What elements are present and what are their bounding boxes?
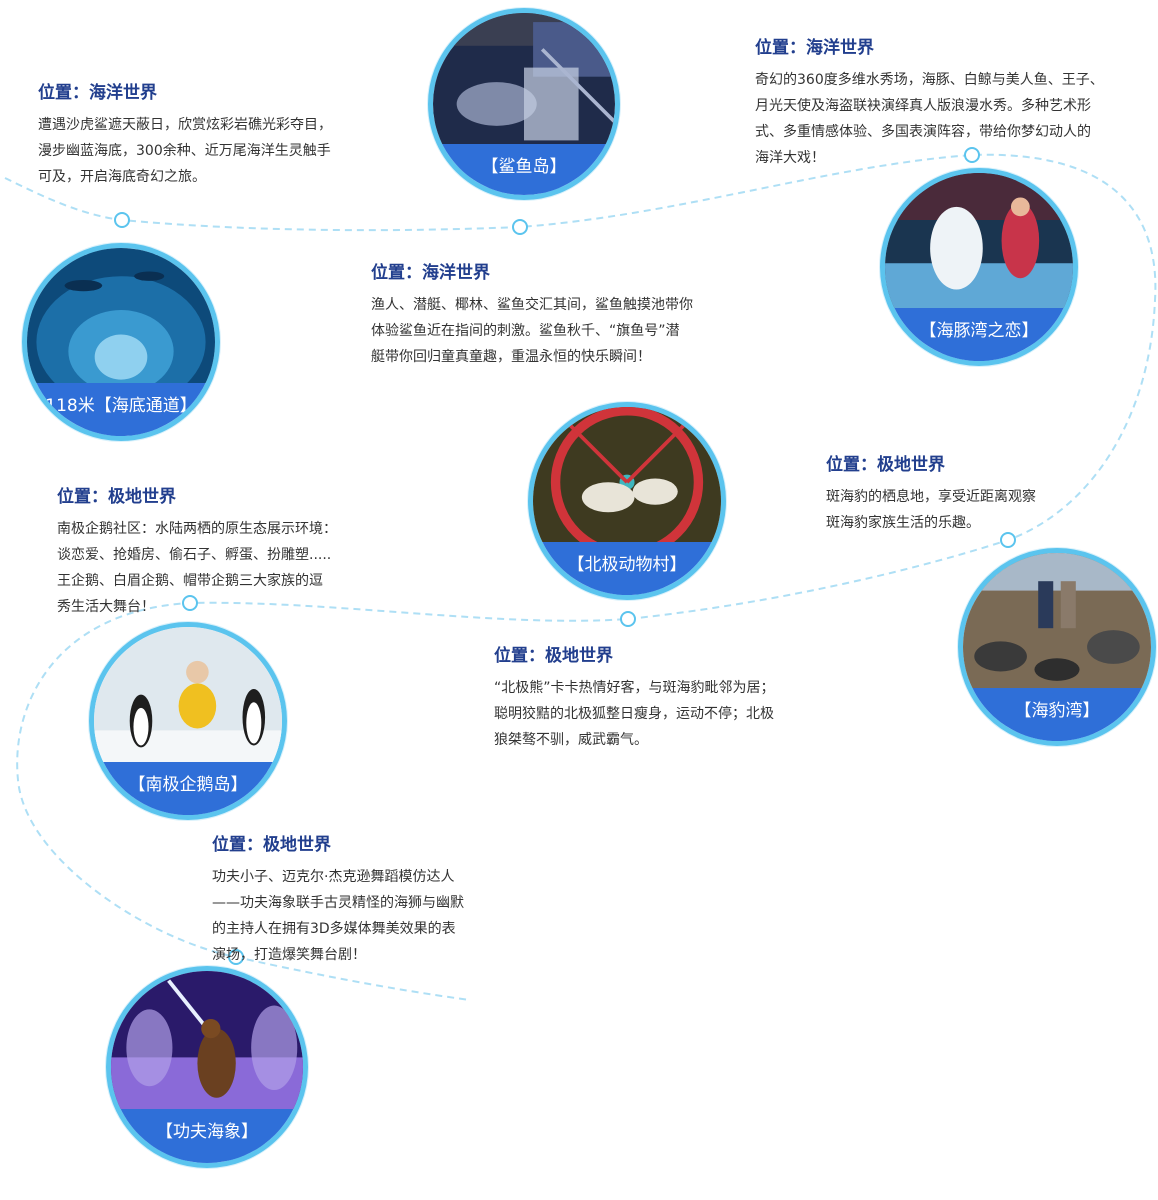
info-block-seal-bay: 位置：极地世界 斑海豹的栖息地，享受近距离观察 斑海豹家族生活的乐趣。 <box>826 450 1096 536</box>
attraction-seal-bay[interactable]: 【海豹湾】 <box>958 548 1156 746</box>
seal-bay-photo <box>963 553 1151 689</box>
attraction-dolphin-bay[interactable]: 【海豚湾之恋】 <box>880 168 1078 366</box>
info-block-kungfu-sealion: 位置：极地世界 功夫小子、迈克尔·杰克逊舞蹈模仿达人 ——功夫海象联手古灵精怪的… <box>212 830 512 968</box>
attraction-kungfu-sealion[interactable]: 【功夫海象】 <box>106 966 308 1168</box>
dolphin-bay-photo <box>885 173 1073 309</box>
description: 遭遇沙虎鲨遮天蔽日，欣赏炫彩岩礁光彩夺目， 漫步幽蓝海底，300余种、近万尾海洋… <box>38 117 332 185</box>
description: 南极企鹅社区：水陆两栖的原生态展示环境： 谈恋爱、抢婚房、偷石子、孵蛋、扮雕塑.… <box>57 521 337 615</box>
route-dot <box>512 219 528 235</box>
shark-island-label: 【鲨鱼岛】 <box>433 144 615 195</box>
description: 斑海豹的栖息地，享受近距离观察 斑海豹家族生活的乐趣。 <box>826 489 1036 531</box>
attraction-arctic-village[interactable]: 【北极动物村】 <box>528 402 726 600</box>
info-block-shark-island: 位置：海洋世界 渔人、潜艇、椰林、鲨鱼交汇其间，鲨鱼触摸池带你 体验鲨鱼近在指间… <box>371 258 751 370</box>
dolphin-bay-label: 【海豚湾之恋】 <box>885 308 1073 361</box>
location-heading: 位置：极地世界 <box>826 455 945 475</box>
location-heading: 位置：海洋世界 <box>755 38 874 58</box>
penguin-island-photo <box>94 627 282 763</box>
arctic-village-label: 【北极动物村】 <box>533 542 721 595</box>
info-block-dolphin-bay: 位置：海洋世界 奇幻的360度多维水秀场，海豚、白鲸与美人鱼、王子、 月光天使及… <box>755 33 1150 171</box>
attraction-undersea-tunnel[interactable]: 118米【海底通道】 <box>22 243 220 441</box>
location-heading: 位置：海洋世界 <box>371 263 490 283</box>
undersea-tunnel-label: 118米【海底通道】 <box>27 383 215 436</box>
route-dot <box>620 611 636 627</box>
location-heading: 位置：极地世界 <box>212 835 331 855</box>
description: 功夫小子、迈克尔·杰克逊舞蹈模仿达人 ——功夫海象联手古灵精怪的海狮与幽默 的主… <box>212 869 464 963</box>
seal-bay-label: 【海豹湾】 <box>963 688 1151 741</box>
info-block-arctic-village: 位置：极地世界 “北极熊”卡卡热情好客，与斑海豹毗邻为居； 聪明狡黠的北极狐整日… <box>494 641 834 753</box>
route-dot <box>964 147 980 163</box>
route-dot <box>228 949 244 965</box>
description: “北极熊”卡卡热情好客，与斑海豹毗邻为居； 聪明狡黠的北极狐整日瘦身，运动不停；… <box>494 680 775 748</box>
route-dot <box>114 212 130 228</box>
info-block-penguin-island: 位置：极地世界 南极企鹅社区：水陆两栖的原生态展示环境： 谈恋爱、抢婚房、偷石子… <box>57 482 387 620</box>
penguin-island-label: 【南极企鹅岛】 <box>94 762 282 815</box>
arctic-village-photo <box>533 407 721 543</box>
route-dot <box>1000 532 1016 548</box>
attraction-penguin-island[interactable]: 【南极企鹅岛】 <box>89 622 287 820</box>
location-heading: 位置：海洋世界 <box>38 83 157 103</box>
kungfu-sealion-label: 【功夫海象】 <box>111 1109 303 1163</box>
shark-island-photo <box>433 13 615 145</box>
description: 渔人、潜艇、椰林、鲨鱼交汇其间，鲨鱼触摸池带你 体验鲨鱼近在指间的刺激。鲨鱼秋千… <box>371 297 693 365</box>
info-block-undersea-tunnel: 位置：海洋世界 遭遇沙虎鲨遮天蔽日，欣赏炫彩岩礁光彩夺目， 漫步幽蓝海底，300… <box>38 78 398 190</box>
location-heading: 位置：极地世界 <box>57 487 176 507</box>
undersea-tunnel-photo <box>27 248 215 384</box>
kungfu-sealion-photo <box>111 971 303 1110</box>
attraction-shark-island[interactable]: 【鲨鱼岛】 <box>428 8 620 200</box>
location-heading: 位置：极地世界 <box>494 646 613 666</box>
description: 奇幻的360度多维水秀场，海豚、白鲸与美人鱼、王子、 月光天使及海盗联袂演绎真人… <box>755 72 1104 166</box>
route-dot <box>182 595 198 611</box>
